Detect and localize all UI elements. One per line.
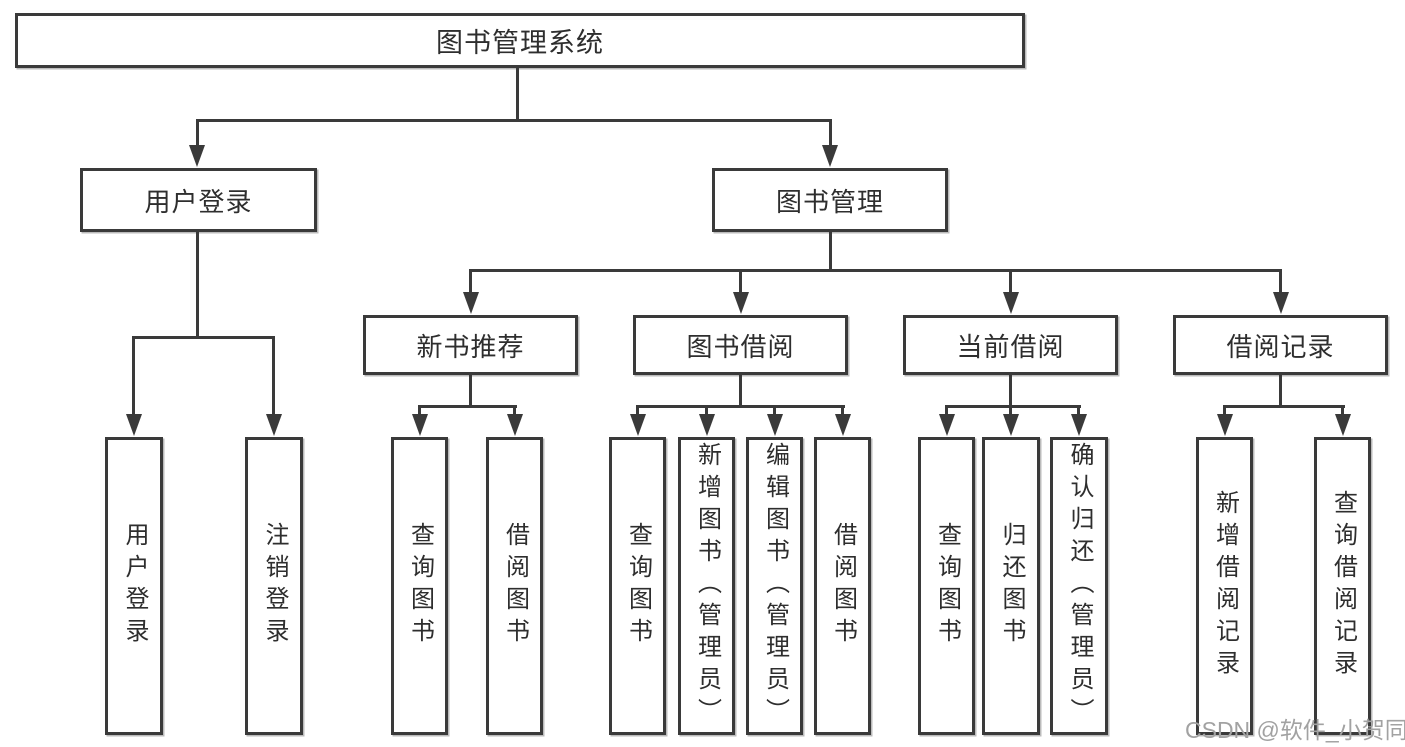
leaf-label: 归还图书: [998, 522, 1025, 650]
leaf-label: 新增借阅记录: [1211, 490, 1239, 682]
leaf-label: 注销登录: [261, 522, 288, 650]
node-label: 新书推荐: [416, 331, 525, 362]
connector-line: [945, 405, 1081, 408]
leaf-edit-books-admin: 编辑图书（管理员）: [746, 437, 803, 735]
connector-line: [195, 232, 199, 339]
leaf-add-books-admin: 新增图书（管理员）: [678, 437, 735, 735]
node-new-book-recommendation: 新书推荐: [363, 315, 578, 375]
node-book-management: 图书管理: [712, 168, 948, 232]
node-borrowing-records: 借阅记录: [1173, 315, 1388, 375]
connector-arrow: [834, 407, 851, 436]
connector-arrow: [629, 407, 646, 436]
connector-line: [418, 405, 517, 408]
leaf-borrow-books: 借阅图书: [814, 437, 871, 735]
connector-arrow: [462, 271, 479, 314]
leaf-label: 查询图书: [406, 522, 434, 650]
connector-line: [739, 375, 742, 408]
leaf-return-books: 归还图书: [982, 437, 1040, 735]
leaf-label: 借阅图书: [829, 522, 857, 650]
connector-arrow: [189, 120, 205, 167]
node-user-login: 用户登录: [80, 168, 317, 232]
connector-line: [132, 336, 275, 339]
leaf-query-books-recommend: 查询图书: [391, 437, 448, 735]
leaf-label: 确认归还（管理员）: [1066, 442, 1093, 730]
connector-line: [469, 375, 472, 408]
leaf-label: 查询借阅记录: [1329, 490, 1357, 682]
leaf-label: 编辑图书（管理员）: [761, 442, 789, 730]
connector-arrow: [265, 338, 282, 436]
node-label: 用户登录: [144, 186, 253, 217]
connector-arrow: [1272, 271, 1289, 314]
connector-arrow: [411, 407, 428, 436]
connector-line: [1279, 375, 1282, 408]
leaf-query-books-borrow: 查询图书: [609, 437, 666, 735]
connector-arrow: [125, 338, 142, 436]
connector-line: [195, 119, 832, 122]
node-label: 借阅记录: [1226, 331, 1335, 362]
node-label: 图书借阅: [686, 331, 795, 362]
connector-arrow: [766, 407, 783, 436]
connector-arrow: [1216, 407, 1233, 436]
node-library-management-system: 图书管理系统: [15, 13, 1025, 68]
connector-line: [636, 405, 845, 408]
connector-arrow: [1002, 407, 1019, 436]
connector-arrow: [938, 407, 955, 436]
connector-line: [828, 232, 832, 272]
node-book-borrowing: 图书借阅: [633, 315, 848, 375]
leaf-confirm-return-admin: 确认归还（管理员）: [1050, 437, 1108, 735]
leaf-label: 新增图书（管理员）: [693, 442, 721, 730]
leaf-label: 查询图书: [933, 522, 961, 650]
leaf-query-borrow-record: 查询借阅记录: [1314, 437, 1371, 735]
connector-arrow: [506, 407, 523, 436]
leaf-label: 借阅图书: [501, 522, 529, 650]
connector-arrow: [1334, 407, 1351, 436]
connector-line: [516, 68, 519, 122]
connector-arrow: [698, 407, 715, 436]
connector-line: [469, 269, 1282, 272]
connector-arrow: [1002, 271, 1019, 314]
leaf-query-books-current: 查询图书: [918, 437, 975, 735]
leaf-logout: 注销登录: [245, 437, 303, 735]
connector-arrow: [732, 271, 749, 314]
node-current-borrowing: 当前借阅: [903, 315, 1118, 375]
node-label: 当前借阅: [956, 331, 1065, 362]
leaf-add-borrow-record: 新增借阅记录: [1196, 437, 1253, 735]
watermark: CSDN @软件_小贺同学: [1185, 717, 1405, 743]
leaf-label: 用户登录: [121, 522, 148, 650]
leaf-borrow-books-recommend: 借阅图书: [486, 437, 543, 735]
leaf-user-login: 用户登录: [105, 437, 163, 735]
connector-arrow: [1070, 407, 1087, 436]
connector-arrow: [822, 120, 838, 167]
node-label: 图书管理系统: [436, 28, 604, 58]
leaf-label: 查询图书: [624, 522, 652, 650]
node-label: 图书管理: [775, 186, 884, 217]
connector-line: [1223, 405, 1345, 408]
connector-line: [1009, 375, 1012, 408]
